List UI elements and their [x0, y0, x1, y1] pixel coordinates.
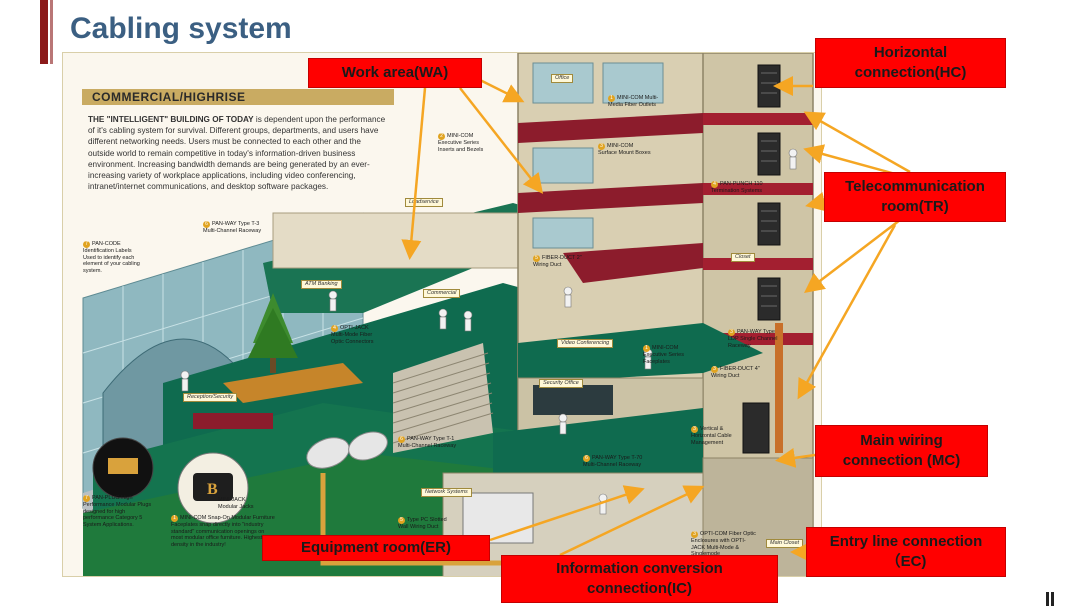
sign-video-conferencing: Video Conferencing: [557, 339, 614, 348]
sign-security-office: Security Office: [539, 379, 583, 388]
intro-paragraph: THE "INTELLIGENT" BUILDING OF TODAY is d…: [88, 114, 388, 192]
section-banner-text: COMMERCIAL/HIGHRISE: [92, 90, 246, 104]
sign-closet: Closet: [731, 253, 755, 262]
callout-entry-line-connection: Entry line connection（EC): [806, 527, 1006, 577]
svg-text:B: B: [207, 481, 218, 498]
sign-atm-banking: ATM Banking: [301, 280, 342, 289]
arrow-tr-1: [803, 111, 911, 174]
callout-equipment-room: Equipment room(ER): [262, 535, 490, 561]
sign-commercial: Commercial: [423, 289, 461, 298]
title-accent-bar: [40, 0, 48, 64]
sign-reception-security: Reception/Security: [183, 393, 238, 402]
section-banner: [82, 89, 394, 105]
slide-title: Cabling system: [70, 12, 292, 45]
sign-loadservice: Loadservice: [405, 198, 443, 207]
sign-main-closet: Main Closet: [766, 539, 804, 548]
building-illustration: B Office Loadservice ATM Banking Commerc…: [62, 52, 822, 577]
callout-work-area: Work area(WA): [308, 58, 482, 88]
intro-lead: THE "INTELLIGENT" BUILDING OF TODAY: [88, 115, 254, 124]
sign-network-systems: Network Systems: [421, 488, 472, 497]
sign-office: Office: [551, 74, 574, 83]
intro-body: is dependent upon the performance of it'…: [88, 115, 386, 192]
slide-pager-mark: [1046, 592, 1056, 606]
title-accent-bar-thin: [50, 0, 53, 64]
label-mini-jack: MINI-JACK Modular Jacks: [218, 497, 254, 510]
building-cutaway-drawing: B: [63, 53, 821, 576]
